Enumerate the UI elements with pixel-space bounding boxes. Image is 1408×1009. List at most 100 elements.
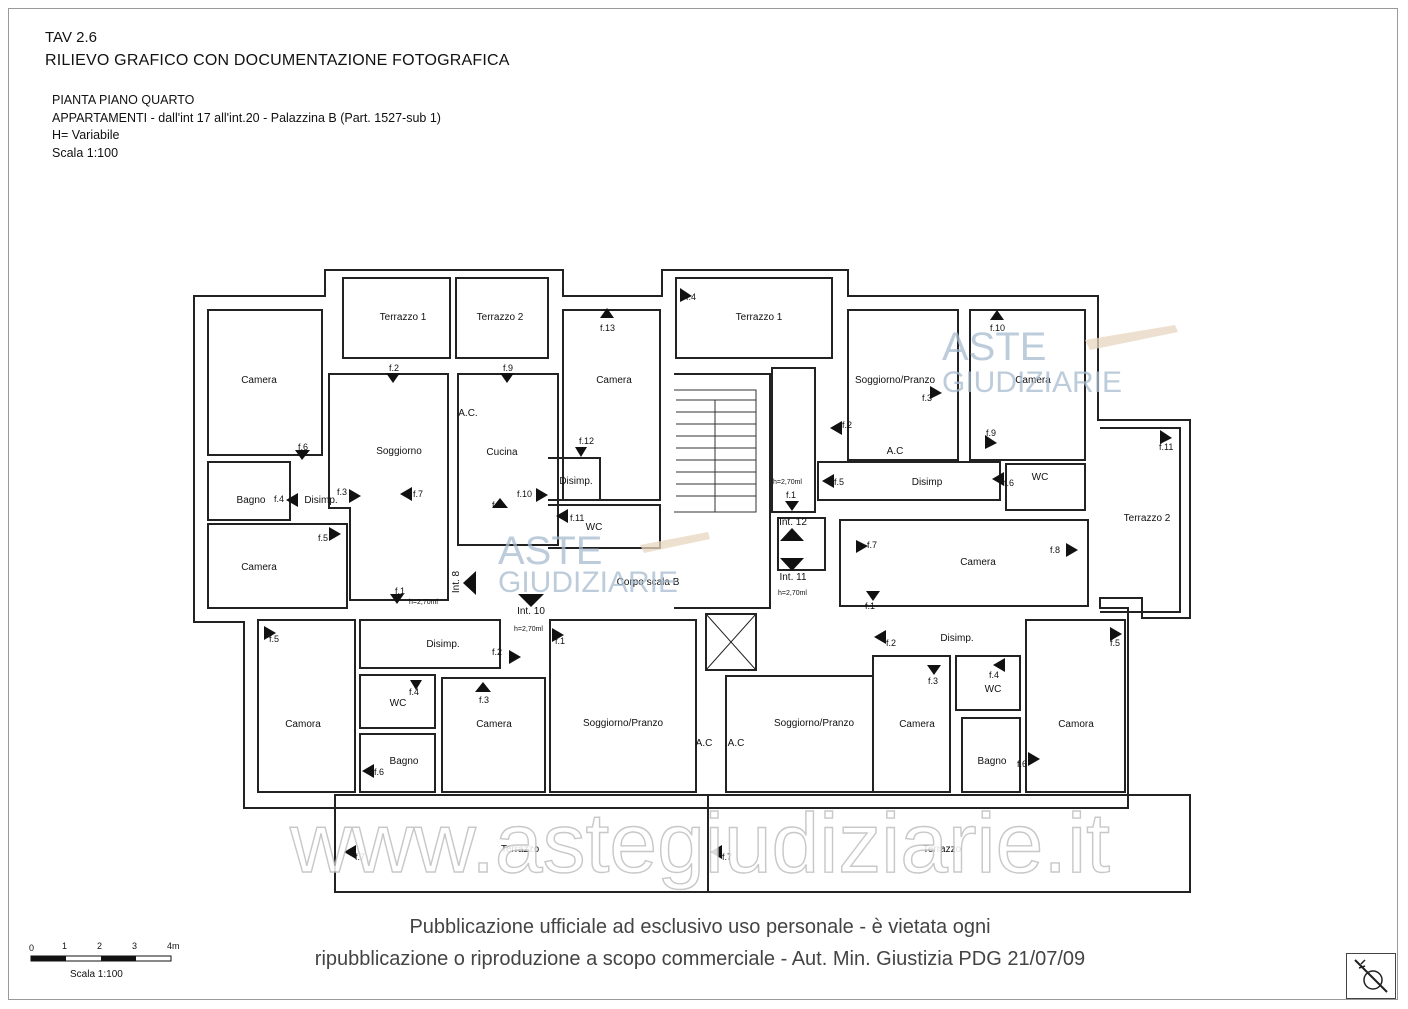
photo-ref: f.5 <box>1110 638 1120 648</box>
room-label: Bagno <box>390 756 419 767</box>
room-label: Camora <box>1058 719 1094 730</box>
unit-label: Int. 11 <box>779 572 806 583</box>
unit-label: Int. 12 <box>779 517 807 528</box>
room-label: Disimp. <box>940 633 973 644</box>
height-label: h=2,70ml <box>409 599 438 606</box>
room-label: Disimp. <box>559 476 592 487</box>
entrance-arrow <box>780 528 804 541</box>
photo-markers: f.2 f.9 f.13 f.4 f.10 f.11 f.3 f.2 f.9 f… <box>264 288 1173 862</box>
room-label: WC <box>1032 472 1049 483</box>
photo-ref: f.1 <box>865 601 875 611</box>
room-label: WC <box>390 698 407 709</box>
photo-ref: f.3 <box>337 487 347 497</box>
photo-marker <box>400 487 412 501</box>
photo-marker <box>386 373 400 383</box>
photo-marker <box>874 630 886 644</box>
watermark-logo: ASTE GIUDIZIARIE ASTE GIUDIZIARIE <box>498 325 1178 599</box>
height-label: h=2,70ml <box>773 479 802 486</box>
room-label: Bagno <box>237 495 266 506</box>
photo-marker <box>822 474 834 488</box>
room-label: WC <box>985 684 1002 695</box>
photo-ref: f.3 <box>479 695 489 705</box>
room-label: Soggiorno/Pranzo <box>583 718 663 729</box>
room-label: Cucina <box>486 447 518 458</box>
photo-marker <box>536 488 548 502</box>
room-label: Terrazzo 2 <box>1124 513 1171 524</box>
photo-marker <box>830 421 842 435</box>
scale-tick: 2 <box>97 941 102 951</box>
photo-marker <box>866 591 880 601</box>
photo-marker <box>1160 430 1172 444</box>
photo-ref: f.4 <box>274 494 284 504</box>
photo-marker <box>1110 627 1122 641</box>
height-label: h=2,70ml <box>514 626 543 633</box>
sheet-number: TAV 2.6 <box>45 29 97 46</box>
photo-marker <box>349 489 361 503</box>
photo-marker <box>927 665 941 675</box>
photo-marker <box>295 450 310 460</box>
room-label: Bagno <box>978 756 1007 767</box>
room-label: Corpo scala B <box>617 577 680 588</box>
entrance-arrow <box>780 558 804 571</box>
photo-marker <box>286 493 298 507</box>
scale-line: Scala 1:100 <box>52 146 119 160</box>
sheet-title: RILIEVO GRAFICO CON DOCUMENTAZIONE FOTOG… <box>45 52 510 69</box>
photo-ref: f.3 <box>922 393 932 403</box>
photo-ref: f.11 <box>1159 442 1173 452</box>
room-label: Terrazzo 2 <box>477 312 524 323</box>
scale-label: Scala 1:100 <box>70 969 123 980</box>
walls <box>193 269 1191 893</box>
apartments-line: APPARTAMENTI - dall'int 17 all'int.20 - … <box>52 111 441 125</box>
photo-marker <box>329 527 341 541</box>
room-label: A.C <box>887 446 904 457</box>
photo-marker <box>575 447 587 457</box>
scale-bar: 0 1 2 3 4m Scala 1:100 <box>28 940 188 989</box>
photo-marker <box>985 435 997 449</box>
room-label: Disimp. <box>304 495 337 506</box>
photo-marker <box>992 472 1004 486</box>
photo-ref: f.8 <box>492 500 502 510</box>
photo-ref: f.6 <box>1017 759 1027 769</box>
photo-ref: f.7 <box>413 489 423 499</box>
photo-ref: f.4 <box>409 687 419 697</box>
photo-ref: f.1 <box>555 636 565 646</box>
stamp-box <box>1346 953 1396 999</box>
room-label: Soggiorno/Pranzo <box>855 375 935 386</box>
scale-tick: 1 <box>62 941 67 951</box>
photo-marker <box>492 498 508 508</box>
photo-ref: f.2 <box>842 420 852 430</box>
photo-marker <box>990 310 1004 320</box>
photo-marker <box>344 845 356 859</box>
staircase <box>674 389 757 513</box>
room-label: Terrazzo 1 <box>380 312 427 323</box>
photo-ref: f.7 <box>722 852 732 862</box>
room-label: Disimp. <box>426 639 459 650</box>
watermark-text: GIUDIZIARIE <box>942 366 1122 399</box>
photo-ref: f.1 <box>395 586 405 596</box>
photo-ref: f.4 <box>686 292 696 302</box>
room-label: Terrazzo 1 <box>736 312 783 323</box>
room-label: Camora <box>285 719 321 730</box>
photo-marker <box>930 386 942 399</box>
photo-marker <box>264 626 276 640</box>
room-label: Camera <box>476 719 512 730</box>
room-label: Soggiorno <box>376 446 422 457</box>
photo-ref: f.6 <box>298 442 308 452</box>
height-label: h=2,70ml <box>778 590 807 597</box>
entrance-arrow <box>463 571 476 595</box>
scale-tick: 4m <box>167 941 180 951</box>
photo-marker <box>509 650 521 664</box>
photo-ref: f.2 <box>886 638 896 648</box>
entrance-arrows <box>463 528 804 607</box>
gavel-icon <box>640 532 710 553</box>
compass-icon <box>1354 959 1388 993</box>
photo-ref: f.7 <box>355 852 365 862</box>
photo-ref: f.13 <box>600 323 615 333</box>
photo-ref: f.10 <box>990 323 1005 333</box>
photo-ref: f.6 <box>1004 478 1014 488</box>
height-labels: h=2,70ml h=2,70ml h=2,70ml h=2,70ml <box>409 479 807 633</box>
photo-marker <box>552 628 564 642</box>
photo-marker <box>856 540 868 553</box>
room-label: Soggiorno/Pranzo <box>774 718 854 729</box>
